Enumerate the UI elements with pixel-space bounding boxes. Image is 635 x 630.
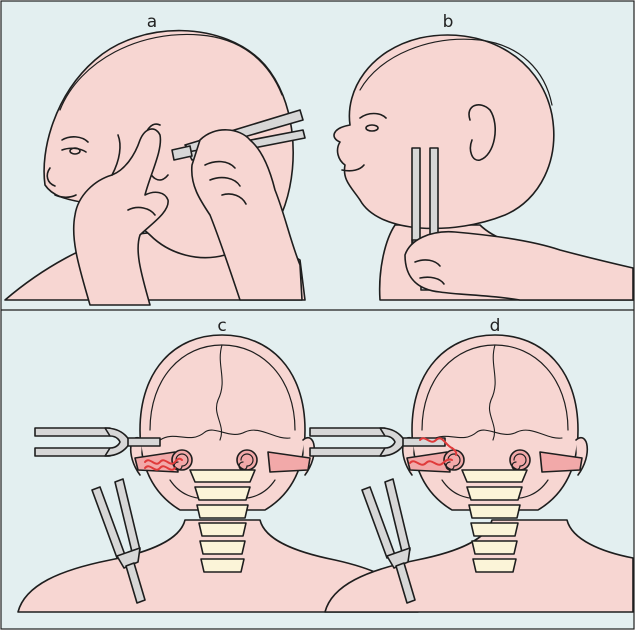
panel-label-c: c (217, 318, 226, 335)
panel-label-b: b (443, 14, 454, 31)
panel-label-d: d (490, 318, 501, 335)
panel-label-a: a (147, 14, 157, 31)
